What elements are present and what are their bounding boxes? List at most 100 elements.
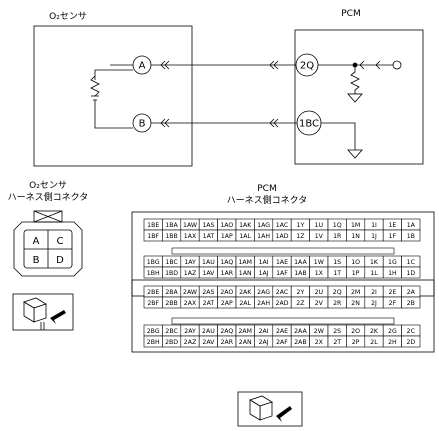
- o2-harness-label-2: ハーネス側コネクタ: [8, 191, 89, 203]
- pin-label: 1M: [351, 222, 360, 229]
- pin-label: 1AK: [239, 222, 252, 229]
- pin-label: 1U: [315, 222, 323, 229]
- pin-label: 2C: [407, 328, 415, 335]
- pin-label: 2V: [315, 300, 324, 307]
- pin-label: 2P: [352, 339, 360, 346]
- pin-label: 1AF: [276, 270, 288, 277]
- pin-label: 1BA: [165, 222, 178, 229]
- pin-label: 1I: [371, 222, 377, 229]
- pin-label: 2AD: [276, 300, 289, 307]
- pin-label: 2AQ: [220, 328, 233, 335]
- pin-label: 2Q: [333, 289, 342, 296]
- connector-chevrons: [160, 60, 279, 128]
- pin-label: 2AK: [239, 289, 252, 296]
- pin-label: 1AP: [221, 233, 233, 240]
- pin-label: 2AH: [257, 300, 270, 307]
- pin-cell: [401, 335, 421, 348]
- o2-conn-pin-b: B: [33, 255, 40, 266]
- pin-label: 2N: [351, 300, 360, 307]
- pin-label: 2X: [315, 339, 324, 346]
- pin-label: 2AB: [294, 339, 306, 346]
- pin-label: 2Z: [296, 300, 304, 307]
- sensor-element: [90, 69, 133, 129]
- pin-label: 1AA: [294, 259, 307, 266]
- pin-label: 1AO: [220, 222, 233, 229]
- pin-label: 1E: [388, 222, 396, 229]
- pin-label: 1AZ: [184, 270, 196, 277]
- pin-label: 1Y: [297, 222, 305, 229]
- pin-label: 2BB: [165, 300, 177, 307]
- sensor-pin-b-label: B: [139, 119, 146, 130]
- o2-conn-pin-d: D: [56, 255, 64, 266]
- pin-label: 1AL: [239, 233, 251, 240]
- pin-label: 1AQ: [220, 259, 233, 266]
- connector-2-frame: [131, 279, 435, 353]
- pin-label: 1AR: [221, 270, 234, 277]
- pin-label: 2AA: [294, 328, 307, 335]
- pin-label: 2AI: [259, 328, 269, 335]
- pin-label: 1AV: [202, 270, 215, 277]
- pin-label: 2H: [388, 339, 397, 346]
- pin-label: 1N: [351, 233, 360, 240]
- pin-label: 1K: [370, 259, 379, 266]
- pin-label: 2AV: [202, 339, 215, 346]
- pin-label: 1AM: [238, 259, 252, 266]
- pcm-harness-label-1: PCM: [257, 184, 276, 194]
- pin-label: 1J: [371, 233, 377, 240]
- pin-label: 2AG: [257, 289, 270, 296]
- pin-label: 2G: [388, 328, 397, 335]
- pin-label: 2E: [388, 289, 396, 296]
- o2-conn-pin-a: A: [33, 236, 40, 247]
- pin-label: 1AG: [257, 222, 270, 229]
- pin-label: 2BF: [147, 300, 159, 307]
- pin-label: 2I: [371, 289, 377, 296]
- pcm-box: [294, 29, 424, 165]
- pin-label: 1H: [388, 270, 397, 277]
- pin-label: 2Y: [297, 289, 305, 296]
- connector-2-latch: [171, 317, 395, 325]
- pin-label: 2AO: [220, 289, 233, 296]
- pin-cell: [401, 229, 421, 242]
- connector-1-latch: [171, 247, 395, 255]
- pcm-pin-2q-label: 2Q: [300, 61, 314, 72]
- pin-label: 2BG: [147, 328, 160, 335]
- o2-sensor-title: O₂センサ: [49, 11, 87, 22]
- pin-cell: [401, 266, 421, 279]
- pin-label: 2BE: [147, 289, 159, 296]
- pin-label: 2AT: [203, 300, 215, 307]
- pin-label: 1AB: [294, 270, 306, 277]
- pin-label: 1S: [333, 259, 341, 266]
- o2-connector-face: [13, 210, 83, 277]
- pin-label: 2M: [351, 289, 360, 296]
- pin-label: 2BD: [165, 339, 178, 346]
- pin-label: 2BA: [165, 289, 178, 296]
- pin-label: 1BG: [147, 259, 160, 266]
- pin-label: 2S: [333, 328, 341, 335]
- pin-label: 1L: [370, 270, 378, 277]
- pcm-title: PCM: [341, 9, 360, 19]
- pin-label: 2T: [333, 339, 341, 346]
- pin-label: 1G: [388, 259, 397, 266]
- pin-label: 1AW: [183, 222, 197, 229]
- pin-label: 1AI: [259, 259, 269, 266]
- pin-label: 1B: [407, 233, 415, 240]
- pin-label: 2AP: [221, 300, 233, 307]
- pin-label: 2O: [351, 328, 360, 335]
- pin-label: 2AY: [184, 328, 196, 335]
- pin-label: 2W: [314, 328, 324, 335]
- pin-label: 1P: [352, 270, 360, 277]
- pin-label: 2U: [315, 289, 323, 296]
- pin-label: 1AC: [276, 222, 288, 229]
- pin-label: 2F: [389, 300, 397, 307]
- pcm-internal: [318, 60, 402, 159]
- pin-label: 1AD: [276, 233, 289, 240]
- probe-icon-bottom: [237, 391, 303, 427]
- pin-label: 2L: [370, 339, 378, 346]
- pin-label: 2A: [407, 289, 416, 296]
- pin-label: 1D: [406, 270, 415, 277]
- probe-icon-left: [12, 293, 74, 331]
- pin-label: 1C: [407, 259, 415, 266]
- pin-label: 1BC: [165, 259, 177, 266]
- pin-label: 2AF: [276, 339, 288, 346]
